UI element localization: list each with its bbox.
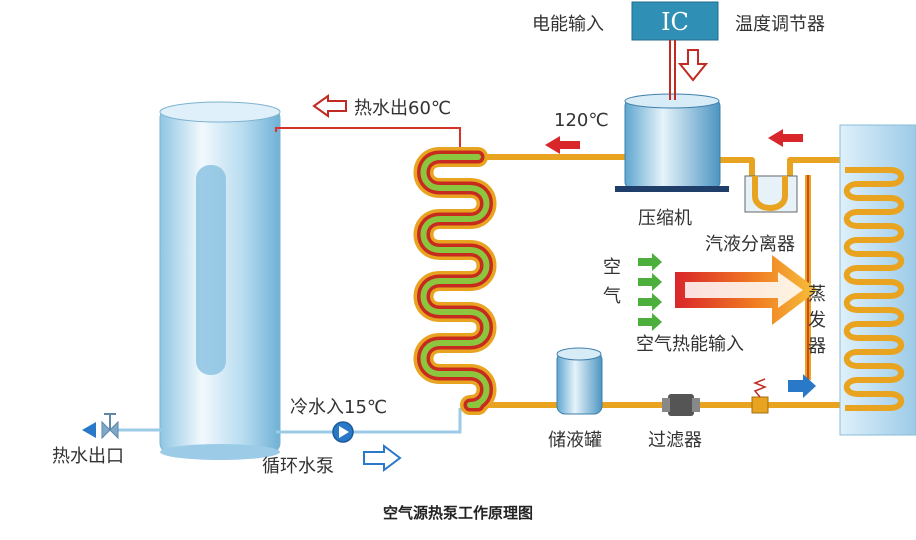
- separator-label: 汽液分离器: [705, 234, 795, 255]
- gas-liquid-separator: [744, 175, 798, 213]
- evaporator-label-1: 蒸: [808, 284, 826, 305]
- expansion-valve-icon: [751, 378, 769, 414]
- hot-water-pipe: [275, 127, 461, 152]
- evaporator-label-3: 器: [808, 336, 826, 357]
- air-heat-input-arrow-icon: [675, 255, 818, 325]
- hot-water-outlet-pipe: [82, 413, 162, 440]
- ic-controller: IC: [631, 1, 719, 100]
- liquid-flow-arrow-icon: [788, 374, 816, 398]
- air-arrow-icons: [638, 253, 662, 331]
- air-heat-input-label: 空气热能输入: [636, 334, 744, 355]
- condenser-coil: [413, 147, 497, 415]
- outlet-arrow-icon: [82, 422, 96, 438]
- compressor-label: 压缩机: [638, 208, 692, 229]
- receiver-tank: [556, 347, 603, 415]
- temp-regulator-label: 温度调节器: [735, 14, 825, 35]
- compressor: [615, 93, 729, 192]
- air-label-1: 空: [603, 257, 621, 278]
- return-flow-arrow-icon: [768, 129, 803, 147]
- electric-input-label: 电能输入: [532, 14, 604, 35]
- hot-water-outlet-label: 热水出口: [52, 446, 124, 467]
- hot-water-out-arrow-icon: [312, 94, 347, 118]
- circulation-flow-arrow-icon: [363, 444, 402, 472]
- evaporator-label-2: 发: [808, 310, 826, 331]
- cold-water-in-label: 冷水入15℃: [290, 397, 387, 418]
- refrigerant-flow-arrow-icon: [545, 136, 580, 154]
- water-tank: [159, 101, 281, 460]
- filter: [662, 394, 700, 416]
- hot-water-out-label: 热水出60℃: [354, 98, 451, 119]
- circulation-pump-icon: [332, 421, 354, 443]
- receiver-label: 储液罐: [548, 430, 602, 451]
- circulation-pump-label: 循环水泵: [262, 456, 334, 477]
- air-label-2: 气: [603, 286, 621, 307]
- diagram-caption: 空气源热泵工作原理图: [383, 504, 533, 522]
- temp-120-label: 120℃: [554, 110, 609, 131]
- power-down-arrow-icon: [677, 49, 709, 82]
- evaporator: [839, 124, 916, 436]
- filter-label: 过滤器: [648, 430, 702, 451]
- ic-label: IC: [661, 8, 689, 36]
